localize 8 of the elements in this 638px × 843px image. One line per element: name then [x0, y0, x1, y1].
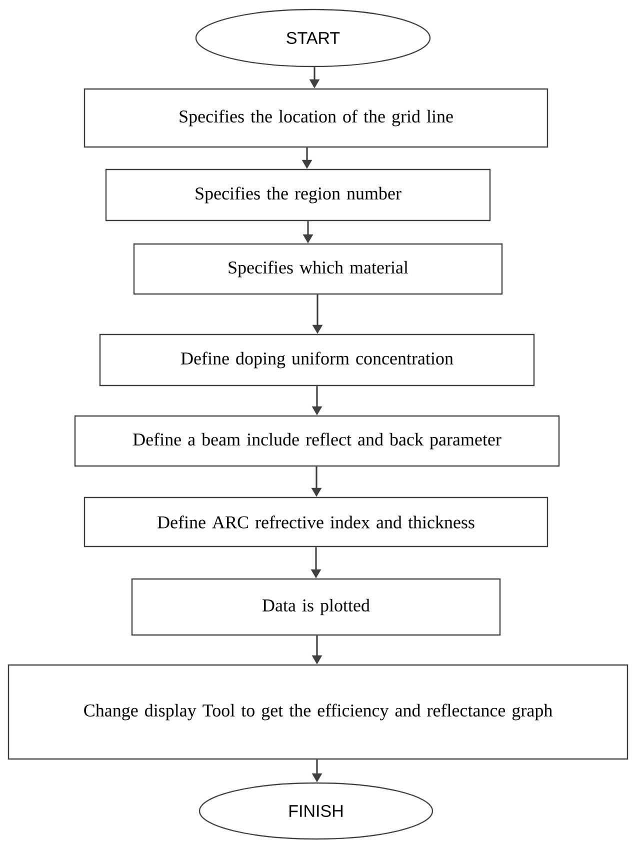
process-box: Data is plotted — [131, 578, 501, 636]
process-box: Specifies the region number — [105, 168, 491, 222]
process-box: Specifies which material — [133, 243, 503, 295]
process-box: Define ARC refrective index and thickness — [84, 496, 548, 548]
process-box: Specifies the location of the grid line — [84, 88, 548, 148]
process-box: Define a beam include reflect and back parameter — [74, 415, 560, 467]
process-box: Change display Tool to get the efficiency and reflectance graph — [8, 664, 628, 760]
process-box: Define doping uniform concentration — [99, 334, 535, 386]
